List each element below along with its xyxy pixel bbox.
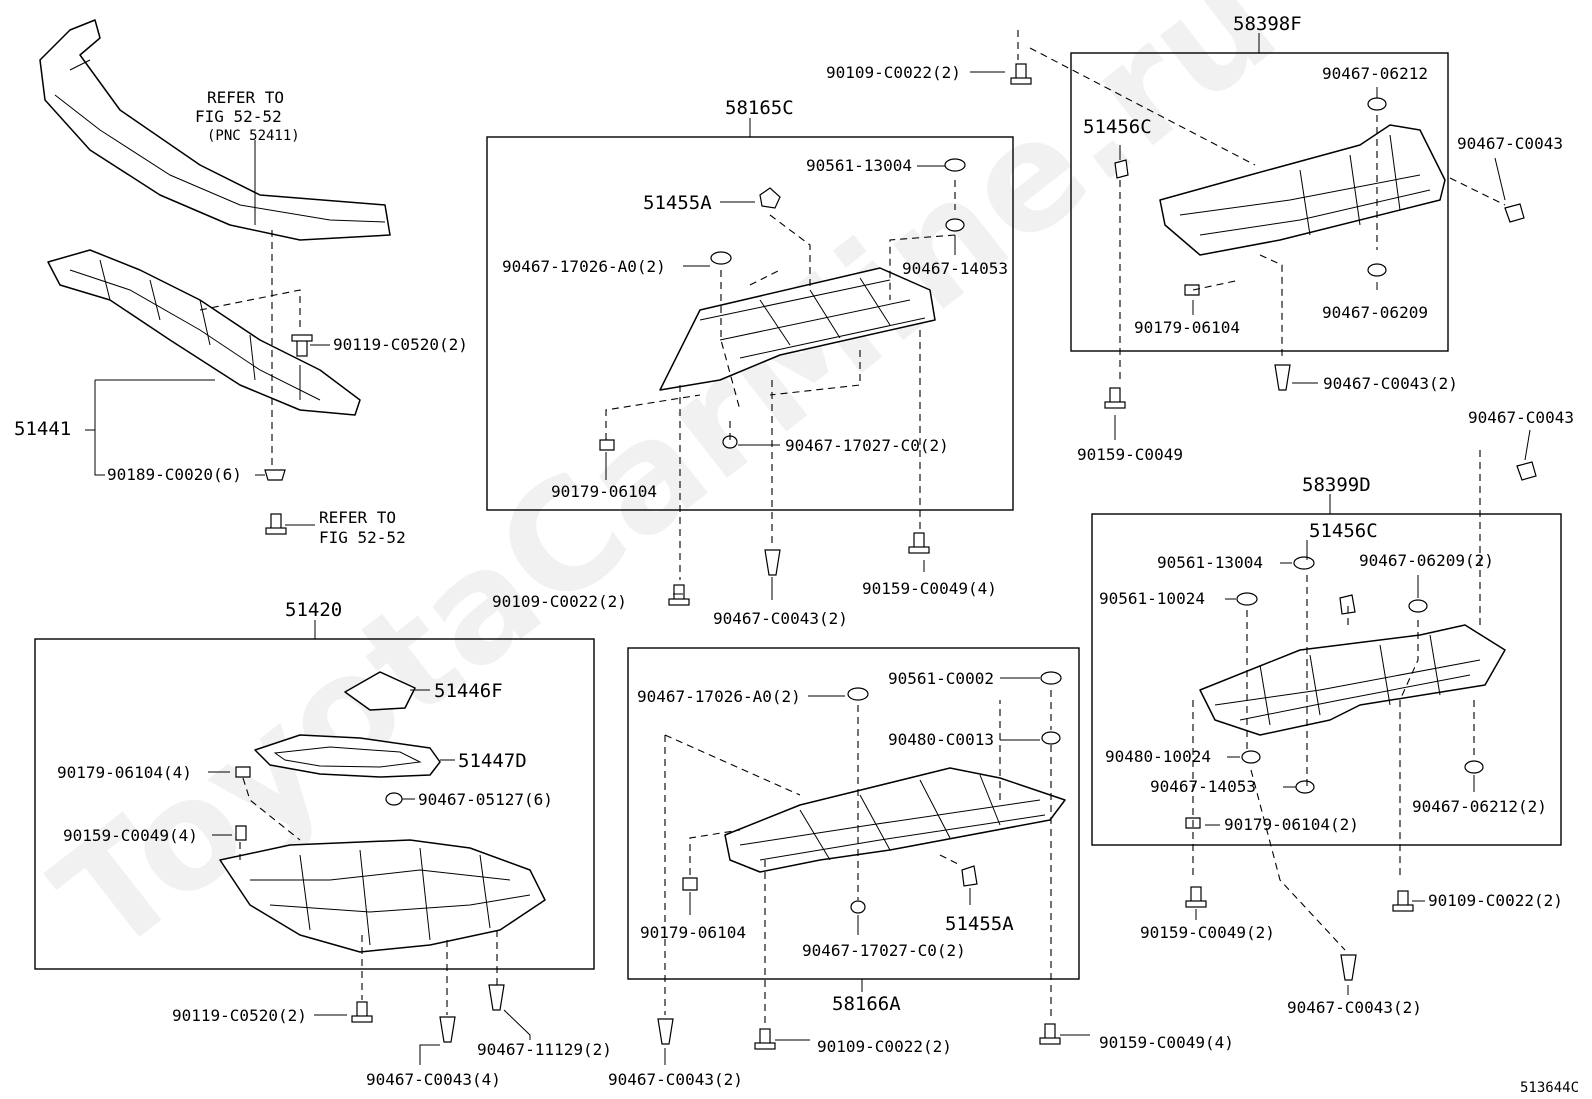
label-90561-10024: 90561-10024: [1099, 589, 1205, 608]
label-90467-11129-2: 90467-11129(2): [477, 1040, 612, 1059]
label-90467-17026-A0-2-a: 90467-17026-A0(2): [502, 257, 666, 276]
title-58166A: 58166A: [832, 993, 901, 1015]
label-90467-C0043-2-br: 90467-C0043(2): [1287, 998, 1422, 1017]
label-90480-10024: 90480-10024: [1105, 747, 1211, 766]
label-90467-C0043-r2: 90467-C0043: [1468, 408, 1574, 427]
part-58166A-illustration: [724, 767, 1066, 873]
label-90159-C0049-4-bm: 90159-C0049(4): [1099, 1033, 1234, 1052]
title-58398F: 58398F: [1233, 13, 1302, 35]
label-90467-06212: 90467-06212: [1322, 64, 1428, 83]
clip-icon: [264, 203, 1537, 1045]
label-90467-05127-6: 90467-05127(6): [418, 790, 553, 809]
label-90467-17027-C0-2-a: 90467-17027-C0(2): [785, 436, 949, 455]
label-90159-C0049-2: 90159-C0049(2): [1140, 923, 1275, 942]
part-51446F-illustration: [344, 671, 416, 711]
label-90179-06104-2: 90179-06104(2): [1224, 815, 1359, 834]
bumper-illustration: [39, 19, 391, 241]
installation-lines: [199, 30, 1506, 1025]
label-fig-52-52: FIG 52-52: [195, 107, 282, 126]
title-51420: 51420: [285, 599, 342, 621]
label-51446F: 51446F: [434, 680, 503, 702]
label-90467-06209-2: 90467-06209(2): [1359, 551, 1494, 570]
label-90109-C0022-2-top: 90109-C0022(2): [826, 63, 961, 82]
frame-58399D: [1091, 513, 1562, 846]
title-58165C: 58165C: [725, 97, 794, 119]
part-58398F-illustration: [1159, 124, 1446, 256]
label-90467-C0043-4: 90467-C0043(4): [366, 1070, 501, 1089]
label-90467-C0043-2-mid: 90467-C0043(2): [713, 609, 848, 628]
label-refer-to: REFER TO: [207, 88, 284, 107]
label-90467-17026-A0-2-b: 90467-17026-A0(2): [637, 687, 801, 706]
label-51455A-b: 51455A: [945, 913, 1014, 935]
part-51420-illustration: [219, 839, 546, 953]
label-90109-C0022-2-r: 90109-C0022(2): [1428, 891, 1563, 910]
label-90467-C0043-2-bm: 90467-C0043(2): [608, 1070, 743, 1089]
label-51441: 51441: [14, 418, 71, 440]
label-90159-C0049-4-l: 90159-C0049(4): [63, 826, 198, 845]
nut-icon: [385, 97, 1484, 914]
label-90109-C0022-2-bm: 90109-C0022(2): [817, 1037, 952, 1056]
label-90561-13004-a: 90561-13004: [806, 156, 912, 175]
label-pnc-52411: (PNC 52411): [207, 128, 300, 144]
part-58165C-illustration: [659, 267, 936, 391]
retainer-icon: [235, 159, 1356, 891]
label-90109-C0022-2-mid: 90109-C0022(2): [492, 592, 627, 611]
label-90561-C0002: 90561-C0002: [888, 669, 994, 688]
label-51456C-b: 51456C: [1309, 520, 1378, 542]
label-90467-14053-b: 90467-14053: [1150, 777, 1256, 796]
diagram-id: 513644C: [1520, 1080, 1579, 1096]
frame-58166A: [627, 647, 1080, 980]
label-90467-14053-a: 90467-14053: [902, 259, 1008, 278]
part-58399D-illustration: [1199, 624, 1506, 736]
label-90159-C0049-4-mid: 90159-C0049(4): [862, 579, 997, 598]
label-90179-06104-4: 90179-06104(4): [57, 763, 192, 782]
title-58399D: 58399D: [1302, 474, 1371, 496]
label-90467-17027-C0-2-b: 90467-17027-C0(2): [802, 941, 966, 960]
label-90467-C0043-2-r: 90467-C0043(2): [1323, 374, 1458, 393]
part-51447D-illustration: [254, 734, 441, 778]
leader-lines: [85, 71, 1531, 1065]
label-90179-06104-c: 90179-06104: [640, 923, 746, 942]
label-90179-06104-b: 90179-06104: [1134, 318, 1240, 337]
label-refer-to-b: REFER TO: [319, 508, 396, 527]
label-90119-C0520-2-b: 90119-C0520(2): [172, 1006, 307, 1025]
bolt-icon: [265, 63, 1414, 1050]
label-90467-C0043-r: 90467-C0043: [1457, 134, 1563, 153]
label-51456C-a: 51456C: [1083, 116, 1152, 138]
label-90179-06104-a: 90179-06104: [551, 482, 657, 501]
label-90480-C0013: 90480-C0013: [888, 730, 994, 749]
label-fig-52-52-b: FIG 52-52: [319, 528, 406, 547]
watermark: ToyotaCarMine.ru: [25, 0, 1307, 988]
label-90561-13004-b: 90561-13004: [1157, 553, 1263, 572]
label-90159-C0049: 90159-C0049: [1077, 445, 1183, 464]
label-90467-06209: 90467-06209: [1322, 303, 1428, 322]
label-90189-C0020-6: 90189-C0020(6): [107, 465, 242, 484]
label-51455A-a: 51455A: [643, 192, 712, 214]
part-51441-illustration: [47, 249, 361, 416]
label-90119-C0520-2: 90119-C0520(2): [333, 335, 468, 354]
label-90467-06212-2: 90467-06212(2): [1412, 797, 1547, 816]
label-51447D: 51447D: [458, 750, 527, 772]
